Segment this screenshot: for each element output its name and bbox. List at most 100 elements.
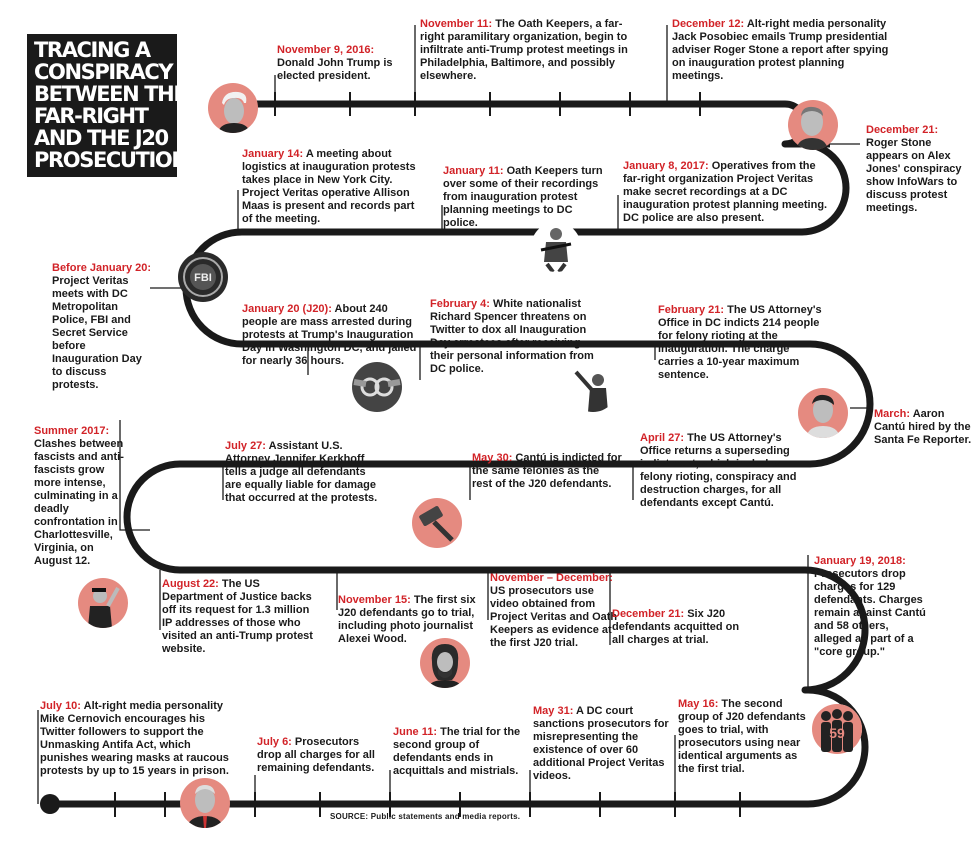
event-text: Cantú is indicted for the same felonies …: [472, 452, 622, 490]
event-text: Oath Keepers turn over some of their rec…: [443, 165, 603, 229]
title-line: BETWEEN THE: [34, 82, 188, 106]
jeff-sessions-portrait-icon: [180, 778, 230, 828]
title-line: CONSPIRACY: [34, 60, 174, 84]
event-text: Operatives from the far-right organizati…: [623, 160, 828, 224]
event-jan-20-j20: January 20 (J20): About 240 people are m…: [242, 303, 422, 368]
roger-stone-portrait-icon: [788, 100, 838, 150]
event-text: Alt-right media personality Jack Posobie…: [672, 18, 889, 82]
aaron-cantu-portrait-icon: [798, 388, 848, 438]
event-jan-11: January 11: Oath Keepers turn over some …: [443, 165, 608, 230]
event-text: The second group of J20 defendants goes …: [678, 698, 806, 775]
infographic-title: TRACING A CONSPIRACY BETWEEN THE FAR-RIG…: [27, 34, 189, 177]
event-date: November – December:: [490, 572, 613, 584]
event-march: March: Aaron Cantú hired by the Santa Fe…: [874, 408, 974, 447]
handcuffs-icon: [352, 362, 402, 412]
event-date: December 21:: [866, 124, 939, 136]
event-text: A DC court sanctions prosecutors for mis…: [533, 705, 669, 782]
event-text: Roger Stone appears on Alex Jones' consp…: [866, 137, 962, 214]
event-date: Summer 2017:: [34, 425, 110, 437]
event-date: May 16:: [678, 698, 719, 710]
event-date: January 20 (J20):: [242, 303, 332, 315]
event-text: The trial for the second group of defend…: [393, 726, 521, 777]
fbi-seal-icon: FBI: [178, 252, 228, 302]
event-may-31: May 31: A DC court sanctions prosecutors…: [533, 705, 673, 783]
event-text: The US Department of Justice backs off i…: [162, 578, 313, 655]
event-date: November 15:: [338, 594, 411, 606]
event-jun-11: June 11: The trial for the second group …: [393, 726, 523, 778]
event-nov-15: November 15: The first six J20 defendant…: [338, 594, 478, 646]
event-date: January 8, 2017:: [623, 160, 709, 172]
event-text: Alt-right media personality Mike Cernovi…: [40, 700, 229, 777]
event-date: December 21:: [612, 608, 685, 620]
title-line: PROSECUTION: [34, 148, 189, 172]
event-date: January 14:: [242, 148, 304, 160]
event-date: February 21:: [658, 304, 725, 316]
group-count-label: 59: [829, 725, 845, 741]
event-jan-19-2018: January 19, 2018: Prosecutors drop charg…: [814, 555, 926, 659]
event-before-jan-20: Before January 20: Project Veritas meets…: [52, 262, 152, 392]
event-date: January 19, 2018:: [814, 555, 906, 567]
event-text: Clashes between fascists and anti-fascis…: [34, 438, 124, 567]
source-note: SOURCE: Public statements and media repo…: [330, 812, 521, 821]
event-text: Donald John Trump is elected president.: [277, 57, 393, 82]
event-feb-4: February 4: White nationalist Richard Sp…: [430, 298, 602, 376]
event-dec-21-2017: December 21: Six J20 defendants acquitte…: [612, 608, 747, 647]
event-text: A meeting about logistics at inauguratio…: [242, 148, 416, 225]
svg-text:FBI: FBI: [194, 272, 212, 284]
event-text: The first six J20 defendants go to trial…: [338, 594, 476, 645]
event-nov-11: November 11: The Oath Keepers, a far-rig…: [420, 18, 635, 83]
defendants-group-icon: 59: [812, 704, 862, 754]
armed-oath-keeper-icon: [531, 222, 581, 272]
event-jul-10: July 10: Alt-right media personality Mik…: [40, 700, 240, 778]
event-date: June 11:: [393, 726, 438, 738]
event-date: July 27:: [225, 440, 266, 452]
event-dec-21: December 21: Roger Stone appears on Alex…: [866, 124, 970, 215]
event-text: About 240 people are mass arrested durin…: [242, 303, 417, 367]
event-dec-12: December 12: Alt-right media personality…: [672, 18, 897, 83]
event-date: December 12:: [672, 18, 745, 30]
event-text: White nationalist Richard Spencer threat…: [430, 298, 594, 375]
event-jul-27: July 27: Assistant U.S. Attorney Jennife…: [225, 440, 385, 505]
title-line: TRACING A: [34, 38, 151, 62]
event-date: April 27:: [640, 432, 685, 444]
event-date: February 4:: [430, 298, 490, 310]
event-date: November 11:: [420, 18, 493, 30]
event-date: January 11:: [443, 165, 504, 177]
event-feb-21: February 21: The US Attorney's Office in…: [658, 304, 828, 382]
event-text: Prosecutors drop charges for 129 defenda…: [814, 568, 926, 658]
event-date: November 9, 2016:: [277, 44, 375, 56]
event-text: The Oath Keepers, a far-right paramilita…: [420, 18, 628, 82]
event-may-30: May 30: Cantú is indicted for the same f…: [472, 452, 622, 491]
event-date: July 10:: [40, 700, 81, 712]
event-jan-8-2017: January 8, 2017: Operatives from the far…: [623, 160, 833, 225]
event-aug-22: August 22: The US Department of Justice …: [162, 578, 317, 656]
gavel-icon: [412, 498, 462, 548]
title-line: AND THE J20: [34, 126, 169, 150]
event-date: July 6:: [257, 736, 292, 748]
charlottesville-protester-icon: [78, 578, 128, 628]
event-text: Aaron Cantú hired by the Santa Fe Report…: [874, 408, 972, 446]
event-jul-6: July 6: Prosecutors drop all charges for…: [257, 736, 382, 775]
event-date: Before January 20:: [52, 262, 152, 274]
event-date: May 31:: [533, 705, 574, 717]
event-apr-27: April 27: The US Attorney's Office retur…: [640, 432, 805, 510]
alexei-wood-portrait-icon: [420, 638, 470, 688]
event-nov-dec: November – December: US prosecutors use …: [490, 572, 620, 650]
event-nov-9-2016: November 9, 2016: Donald John Trump is e…: [277, 44, 397, 83]
trump-portrait-icon: [208, 83, 258, 133]
event-text: Project Veritas meets with DC Metropolit…: [52, 275, 142, 391]
event-text: Assistant U.S. Attorney Jennifer Kerkhof…: [225, 440, 378, 504]
event-summer-2017: Summer 2017: Clashes between fascists an…: [34, 425, 124, 568]
event-date: August 22:: [162, 578, 219, 590]
event-text: Prosecutors drop all charges for all rem…: [257, 736, 375, 774]
event-date: March:: [874, 408, 911, 420]
richard-spencer-icon: [568, 362, 618, 412]
title-line: FAR-RIGHT: [34, 104, 149, 128]
event-may-16: May 16: The second group of J20 defendan…: [678, 698, 813, 776]
event-jan-14: January 14: A meeting about logistics at…: [242, 148, 420, 226]
event-text: Six J20 defendants acquitted on all char…: [612, 608, 740, 646]
event-text: The US Attorney's Office returns a super…: [640, 432, 797, 509]
event-text: The US Attorney's Office in DC indicts 2…: [658, 304, 822, 381]
event-text: US prosecutors use video obtained from P…: [490, 585, 618, 649]
